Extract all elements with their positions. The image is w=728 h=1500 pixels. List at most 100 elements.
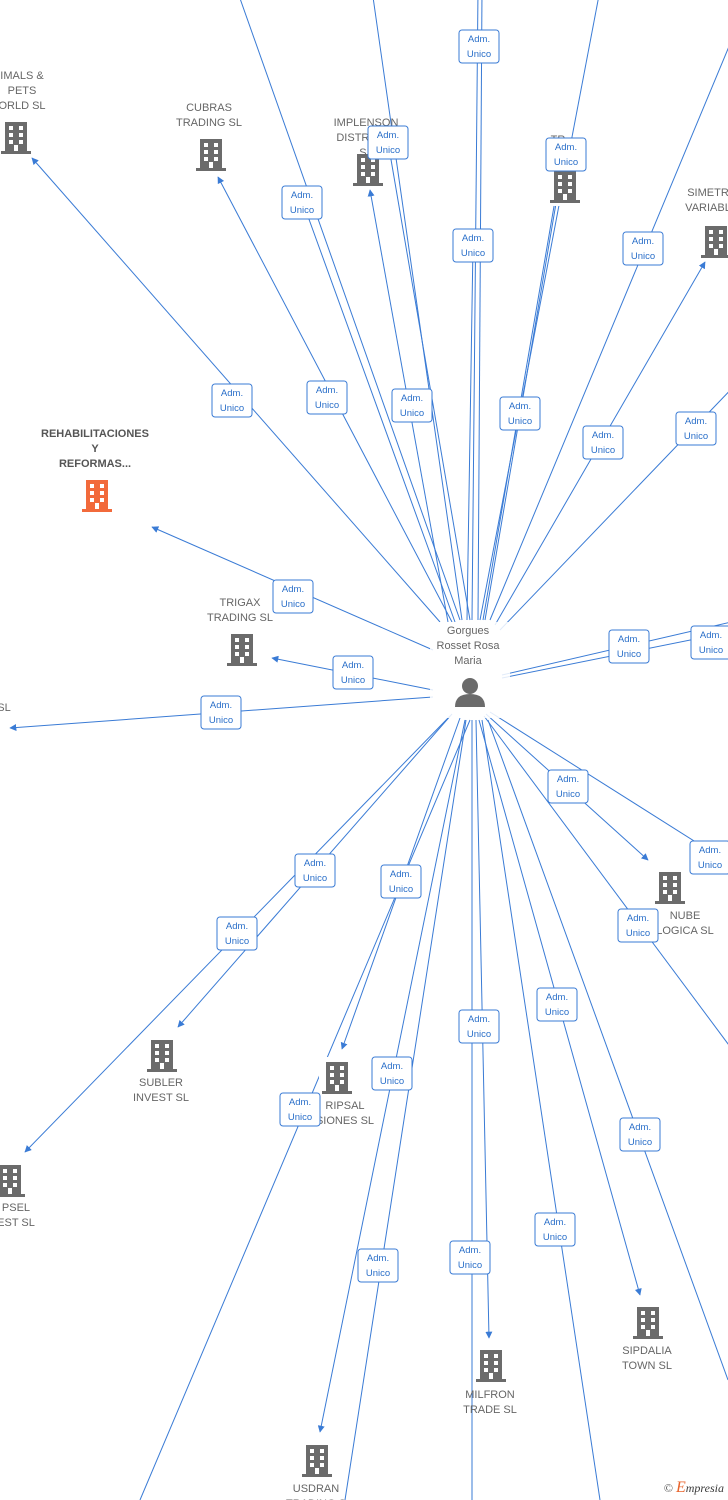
- role-label-text: Unico: [554, 157, 578, 168]
- company-name-line: RIPSAL: [325, 1100, 364, 1112]
- company-name-line: REHABILITACIONES: [41, 428, 149, 440]
- role-label-text: Unico: [400, 408, 424, 419]
- role-label-adm-unico[interactable]: Adm.Unico: [499, 396, 541, 431]
- company-name-line: MILFRON: [465, 1389, 515, 1401]
- role-label-text: Adm.: [282, 584, 304, 595]
- role-label-text: Adm.: [618, 634, 640, 645]
- role-label-adm-unico[interactable]: Adm. Unico: [458, 1009, 500, 1044]
- role-label-text: Adm.: [544, 1217, 566, 1228]
- role-label-box: [332, 655, 374, 690]
- role-label-adm-unico[interactable]: Adm.Unico: [391, 388, 433, 423]
- role-label-adm-unico[interactable]: Adm.Unico: [622, 231, 664, 266]
- company-name-line: SL: [0, 702, 11, 714]
- role-label-adm-unico[interactable]: Adm.Unico: [272, 579, 314, 614]
- role-label-box: [211, 383, 253, 418]
- relation-edge: [471, 0, 479, 621]
- role-label-text: Unico: [376, 145, 400, 156]
- building-icon: [476, 1350, 506, 1382]
- role-label-adm-unico[interactable]: Adm.Unico: [536, 987, 578, 1022]
- role-label-adm-unico[interactable]: Adm.Unico: [294, 853, 336, 888]
- role-label-text: Adm.: [367, 1253, 389, 1264]
- person-name-line: Gorgues: [447, 625, 490, 637]
- role-label-box: [380, 864, 422, 899]
- company-name-line: SIPDALIA: [622, 1345, 672, 1357]
- company-name-line: INVEST SL: [133, 1092, 189, 1104]
- role-label-text: Adm.: [289, 1097, 311, 1108]
- role-label-adm-unico[interactable]: Adm.Unico: [458, 29, 500, 64]
- role-label-text: Unico: [461, 248, 485, 259]
- role-label-adm-unico[interactable]: Adm. Unico: [357, 1248, 399, 1283]
- role-label-text: Adm.: [377, 130, 399, 141]
- company-node-ripsal[interactable]: RIPSAL SIONES SL: [316, 1057, 374, 1127]
- role-label-adm-unico[interactable]: Adm.Unico: [371, 1056, 413, 1091]
- company-name-line: PSEL: [2, 1202, 30, 1214]
- empresia-logo-text[interactable]: mpresia: [685, 1481, 724, 1495]
- role-label-adm-unico[interactable]: Adm.Unico: [675, 411, 717, 446]
- role-label-adm-unico[interactable]: Adm.Unico: [281, 185, 323, 220]
- building-icon: [655, 872, 685, 904]
- role-label-adm-unico[interactable]: Adm.Unico: [449, 1240, 491, 1275]
- role-label-box: [279, 1092, 321, 1127]
- role-label-adm-unico[interactable]: Adm. Unico: [367, 125, 409, 160]
- role-label-text: Unico: [366, 1268, 390, 1279]
- role-label-adm-unico[interactable]: Adm.Unico: [547, 769, 589, 804]
- role-label-adm-unico[interactable]: Adm.Unico: [545, 137, 587, 172]
- empresia-logo-initial[interactable]: E: [675, 1479, 686, 1496]
- role-label-adm-unico[interactable]: Adm.Unico: [332, 655, 374, 690]
- role-label-text: Adm.: [627, 913, 649, 924]
- role-label-adm-unico[interactable]: Adm.Unico: [200, 695, 242, 730]
- building-icon: [302, 1445, 332, 1477]
- company-node-usdran[interactable]: USDRANTRADING S: [286, 1440, 346, 1500]
- role-label-adm-unico[interactable]: Adm.Unico: [211, 383, 253, 418]
- role-label-text: Adm.: [557, 774, 579, 785]
- role-label-box: [547, 769, 589, 804]
- company-node-rehab[interactable]: REHABILITACIONESYREFORMAS...: [41, 428, 149, 515]
- role-label-text: Unico: [467, 1029, 491, 1040]
- role-label-box: [499, 396, 541, 431]
- role-label-adm-unico[interactable]: Adm.Unico: [617, 908, 659, 943]
- role-label-adm-unico[interactable]: Adm.Unico: [279, 1092, 321, 1127]
- copyright-notice: © Empresia: [664, 1479, 724, 1497]
- relation-edge: [489, 47, 728, 621]
- copyright-symbol: ©: [663, 1481, 673, 1495]
- role-label-text: Unico: [303, 873, 327, 884]
- role-label-adm-unico[interactable]: Adm.Unico: [619, 1117, 661, 1152]
- role-label-adm-unico[interactable]: Adm.Unico: [452, 228, 494, 263]
- role-label-adm-unico[interactable]: Adm.Unico: [689, 840, 728, 875]
- role-label-adm-unico[interactable]: Adm.Unico: [216, 916, 258, 951]
- relation-edge: [487, 719, 728, 1381]
- company-name-line: CUBRAS: [186, 102, 232, 114]
- role-label-adm-unico[interactable]: Adm. Unico: [608, 629, 650, 664]
- building-icon: [322, 1062, 352, 1094]
- role-label-text: Adm.: [468, 34, 490, 45]
- role-label-box: [281, 185, 323, 220]
- person-icon: [455, 678, 485, 707]
- company-name-line: IMALS &: [0, 70, 44, 82]
- role-label-text: Unico: [290, 205, 314, 216]
- role-label-adm-unico[interactable]: Adm.Unico: [306, 380, 348, 415]
- role-label-adm-unico[interactable]: Adm.Unico: [534, 1212, 576, 1247]
- company-node-left-sl[interactable]: SL: [0, 680, 11, 720]
- role-label-text: Adm.: [468, 1014, 490, 1025]
- role-label-adm-unico[interactable]: Adm.Unico: [582, 425, 624, 460]
- role-label-box: [619, 1117, 661, 1152]
- role-label-text: Unico: [698, 860, 722, 871]
- role-label-adm-unico[interactable]: Adm.Unico: [380, 864, 422, 899]
- role-label-box: [306, 380, 348, 415]
- role-label-text: Unico: [617, 649, 641, 660]
- role-label-adm-unico[interactable]: Adm.Unico: [690, 625, 728, 660]
- company-name-line: LOGICA SL: [656, 925, 713, 937]
- role-label-box: [689, 840, 728, 875]
- company-name-line: SIONES SL: [316, 1115, 374, 1127]
